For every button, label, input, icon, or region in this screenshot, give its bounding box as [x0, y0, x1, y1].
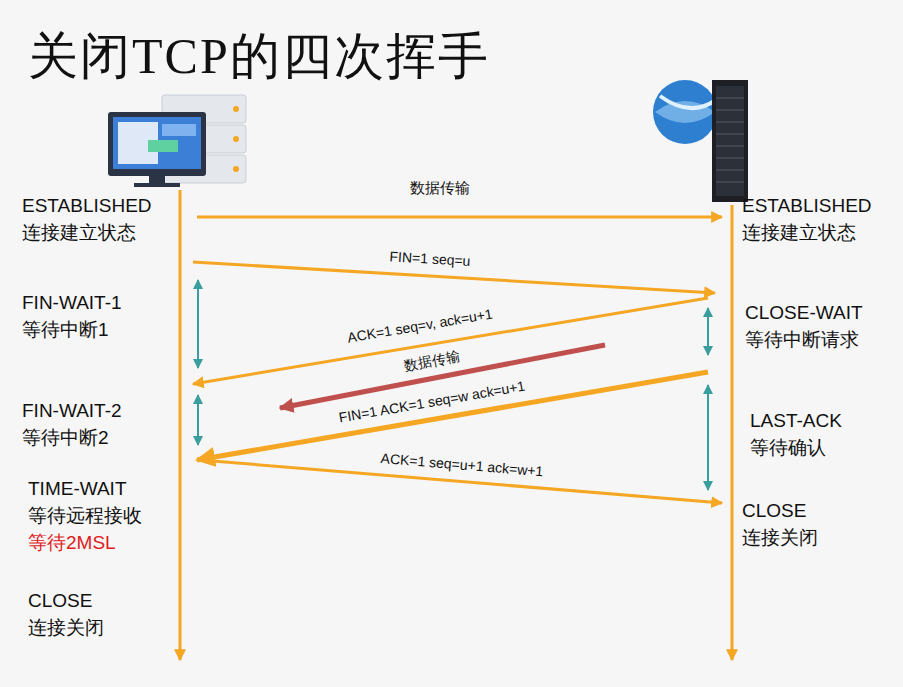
message-label: FIN=1 ACK=1 seq=w ack=u+1 — [338, 378, 527, 427]
state-name: LAST-ACK — [750, 410, 842, 433]
state-name: FIN-WAIT-1 — [22, 292, 122, 315]
message-arrow — [197, 372, 708, 460]
server-timeline — [731, 205, 734, 660]
state-name: CLOSE — [28, 590, 92, 613]
message-label: FIN=1 seq=u — [389, 248, 471, 270]
state-name: CLOSE-WAIT — [745, 302, 863, 325]
state-desc: 连接关闭 — [742, 527, 818, 550]
message-arrow — [193, 298, 708, 384]
state-name: FIN-WAIT-2 — [22, 400, 122, 423]
client-timeline — [179, 190, 182, 660]
state-desc: 等待远程接收 — [28, 505, 142, 528]
state-desc: 等待中断请求 — [745, 329, 859, 352]
message-arrow — [197, 216, 722, 219]
state-desc: 等待中断2 — [22, 427, 109, 450]
state-name: ESTABLISHED — [742, 195, 872, 218]
state-desc: 连接建立状态 — [22, 222, 136, 245]
message-label: 数据传输 — [403, 347, 461, 374]
state-desc: 等待中断1 — [22, 319, 109, 342]
message-label: 数据传输 — [410, 179, 470, 197]
state-desc: 连接建立状态 — [742, 222, 856, 245]
state-note: 等待2MSL — [28, 532, 116, 555]
state-name: ESTABLISHED — [22, 195, 152, 218]
diagram-title: 关闭TCP的四次挥手 — [28, 26, 490, 86]
interval-bracket — [198, 280, 708, 490]
client-computer — [108, 95, 246, 187]
state-desc: 等待确认 — [750, 437, 826, 460]
state-name: CLOSE — [742, 500, 806, 523]
message-label: ACK=1 seq=u+1 ack=w+1 — [380, 450, 544, 480]
state-desc: 连接关闭 — [28, 617, 104, 640]
message-label: ACK=1 seq=v, ack=u+1 — [346, 306, 494, 347]
state-name: TIME-WAIT — [28, 478, 127, 501]
server-globe — [653, 80, 748, 202]
